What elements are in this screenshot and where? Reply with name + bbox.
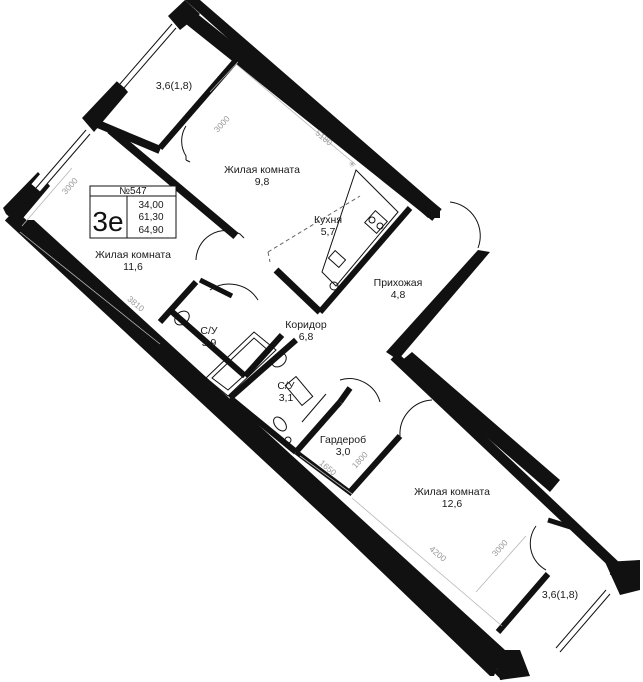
dimension-lines (19, 61, 527, 627)
apartment-number: №547 (119, 186, 147, 197)
area-total: 61,30 (138, 212, 163, 223)
area-living: 34,00 (138, 200, 163, 211)
windows (31, 20, 611, 653)
balcony-bottom-area: 3,6(1,8) (542, 589, 578, 601)
dim-3000-right: 3000 (490, 537, 510, 558)
room-labels: 3,6(1,8) Жилая комната 9,8 Кухня 5,7 Жил… (95, 80, 578, 601)
door-balcony-top (181, 125, 187, 160)
room-wardrobe-name: Гардероб (320, 434, 366, 446)
door-balcony-bottom (529, 525, 547, 571)
room-kitchen-area: 5,7 (321, 226, 336, 238)
room-bedroom-right-name: Жилая комната (414, 486, 490, 498)
room-corridor-name: Коридор (285, 319, 327, 331)
area-with-balcony: 64,90 (138, 225, 163, 236)
room-bath2-name: С/У (277, 380, 295, 392)
room-wardrobe-area: 3,0 (336, 446, 351, 458)
room-hallway-area: 4,8 (391, 289, 406, 301)
fixtures: ✳ (174, 159, 399, 444)
room-living-top-name: Жилая комната (224, 164, 300, 176)
room-hallway-name: Прихожая (374, 277, 423, 289)
room-bath2-area: 3,1 (279, 392, 294, 404)
balcony-top-area: 3,6(1,8) (156, 80, 192, 92)
room-bath1-name: С/У (200, 325, 218, 337)
door-wardrobe (339, 378, 381, 403)
room-living-top-area: 9,8 (255, 176, 270, 188)
apartment-type: 3е (92, 206, 123, 237)
room-bedroom-left-area: 11,6 (123, 261, 143, 273)
room-bath1-area: 3,9 (202, 337, 217, 349)
room-kitchen-name: Кухня (314, 214, 342, 226)
door-corridor (209, 283, 259, 301)
door-bedroom-right (399, 399, 433, 437)
room-corridor-area: 6,8 (299, 331, 314, 343)
kitchen-boundary (267, 195, 361, 263)
room-bedroom-right-area: 12,6 (442, 498, 463, 510)
doors (181, 125, 547, 571)
dim-4200: 4200 (427, 544, 448, 564)
dim-3000-top: 3000 (212, 113, 232, 134)
frame-lines (4, 2, 639, 681)
door-bedroom-left (195, 230, 245, 261)
hood-icon: ✳ (348, 159, 356, 169)
info-card: №547 3е 34,00 61,30 64,90 (89, 185, 177, 239)
room-bedroom-left-name: Жилая комната (95, 249, 171, 261)
interior-walls (96, 56, 581, 634)
dim-1800: 1800 (350, 449, 370, 470)
door-entrance (449, 201, 481, 249)
